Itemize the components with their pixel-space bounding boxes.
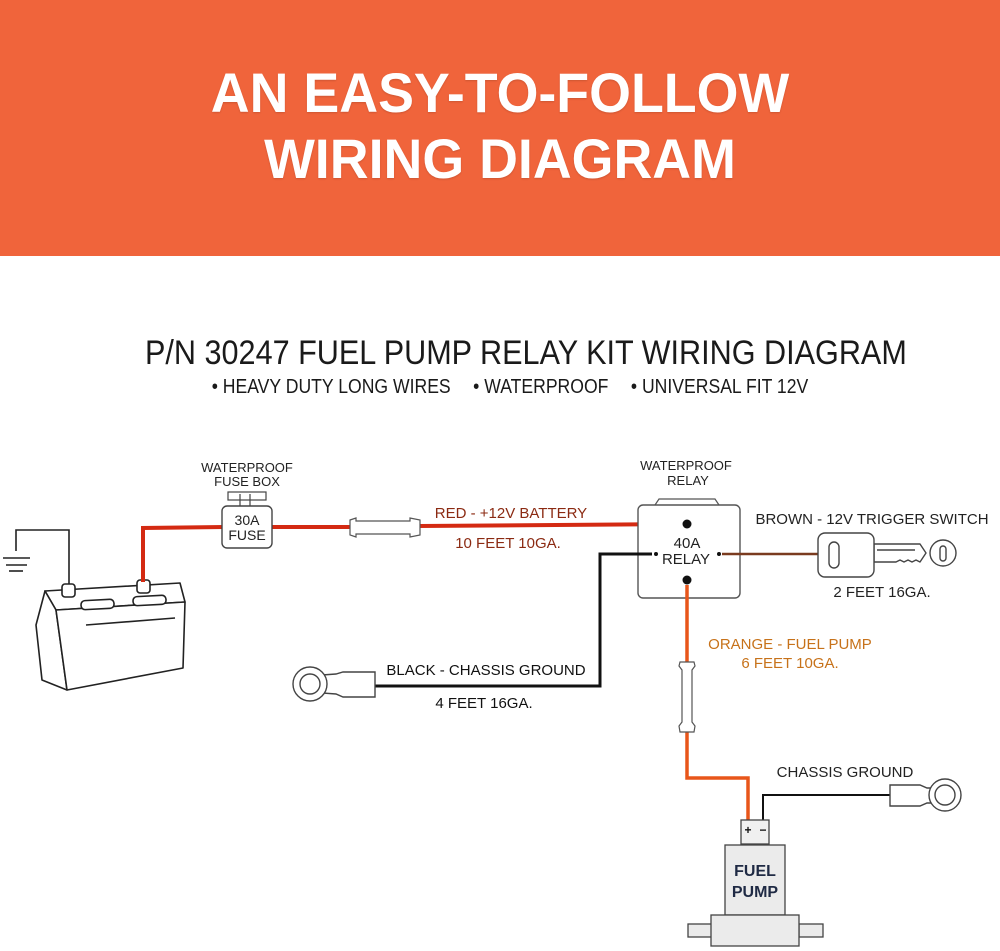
relay-terminal-30 <box>682 519 692 529</box>
feature-bullets: • HEAVY DUTY LONG WIRES • WATERPROOF • U… <box>193 376 827 399</box>
banner-title: AN EASY-TO-FOLLOW WIRING DIAGRAM <box>20 60 980 192</box>
relay-terminal-86 <box>717 552 721 556</box>
relay-label-line2: RELAY <box>667 473 709 488</box>
relay-label-line1: WATERPROOF <box>640 458 732 473</box>
orange-wire-splice <box>678 661 696 733</box>
brown-wire-spec: 2 FEET 16GA. <box>833 584 930 601</box>
bullet-heavy-duty: • HEAVY DUTY LONG WIRES <box>211 376 451 398</box>
ignition-key-icon <box>817 532 957 578</box>
pump-plus-terminal: + <box>744 823 751 837</box>
brown-wire-label: BROWN - 12V TRIGGER SWITCH <box>755 511 988 528</box>
bullet-waterproof: • WATERPROOF <box>473 376 609 398</box>
pump-ground-wire <box>762 794 890 822</box>
banner-title-line1: AN EASY-TO-FOLLOW <box>210 61 790 124</box>
pump-minus-terminal: − <box>759 823 766 837</box>
ground-symbol-icon <box>3 529 70 590</box>
red-wire-label: RED - +12V BATTERY <box>435 505 587 522</box>
bullet-universal-fit: • UNIVERSAL FIT 12V <box>630 376 809 398</box>
black-wire-spec: 4 FEET 16GA. <box>435 695 532 712</box>
fuel-pump: + − FUEL PUMP <box>687 819 824 947</box>
orange-wire-spec: 6 FEET 10GA. <box>741 655 838 672</box>
red-wire-spec: 10 FEET 10GA. <box>455 535 561 552</box>
red-wire-splice <box>349 517 421 538</box>
fuel-pump-label-line2: PUMP <box>732 884 779 901</box>
relay-terminal-87 <box>682 575 692 585</box>
black-wire <box>375 552 652 688</box>
relay: WATERPROOF RELAY 40A RELAY <box>637 458 741 599</box>
diagram-title: P/N 30247 FUEL PUMP RELAY KIT WIRING DIA… <box>145 334 907 372</box>
banner: AN EASY-TO-FOLLOW WIRING DIAGRAM <box>0 0 1000 256</box>
orange-wire <box>685 585 750 822</box>
fuel-pump-label-line1: FUEL <box>734 863 776 880</box>
ring-terminal-icon <box>292 666 376 702</box>
banner-title-line2: WIRING DIAGRAM <box>264 127 736 190</box>
fuse-rating: 30A <box>235 512 261 528</box>
fuse-name: FUSE <box>228 527 265 543</box>
fuse-box-label-line2: FUSE BOX <box>214 474 280 489</box>
black-wire-label: BLACK - CHASSIS GROUND <box>386 662 585 679</box>
relay-terminal-85 <box>654 552 658 556</box>
fuse-box: WATERPROOF FUSE BOX 30A FUSE <box>201 460 293 549</box>
fuse-box-label-line1: WATERPROOF <box>201 460 293 475</box>
pump-ground-label: CHASSIS GROUND <box>777 764 914 781</box>
relay-name: RELAY <box>662 551 710 568</box>
relay-rating: 40A <box>674 535 701 552</box>
pump-ring-terminal-icon <box>889 778 962 812</box>
battery-icon <box>35 579 186 691</box>
orange-wire-label: ORANGE - FUEL PUMP <box>708 636 872 653</box>
